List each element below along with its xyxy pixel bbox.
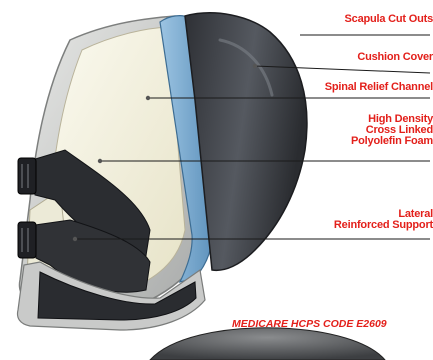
label-cushion-cover: Cushion Cover <box>357 52 433 63</box>
label-line: Polyolefin Foam <box>351 136 433 147</box>
label-scapula-cut-outs: Scapula Cut Outs <box>345 14 433 25</box>
leader-dot-support <box>73 237 77 241</box>
label-line: Reinforced Support <box>334 220 433 231</box>
leader-dot-foam <box>98 159 102 163</box>
medicare-code: MEDICARE HCPS CODE E2609 <box>232 318 387 330</box>
leader-dot-cover <box>253 64 257 68</box>
label-spinal-relief-channel: Spinal Relief Channel <box>325 82 433 93</box>
label-line: Cushion Cover <box>357 52 433 63</box>
leader-dot-channel <box>146 96 150 100</box>
label-line: Spinal Relief Channel <box>325 82 433 93</box>
second-cushion <box>150 328 385 360</box>
label-line: Scapula Cut Outs <box>345 14 433 25</box>
